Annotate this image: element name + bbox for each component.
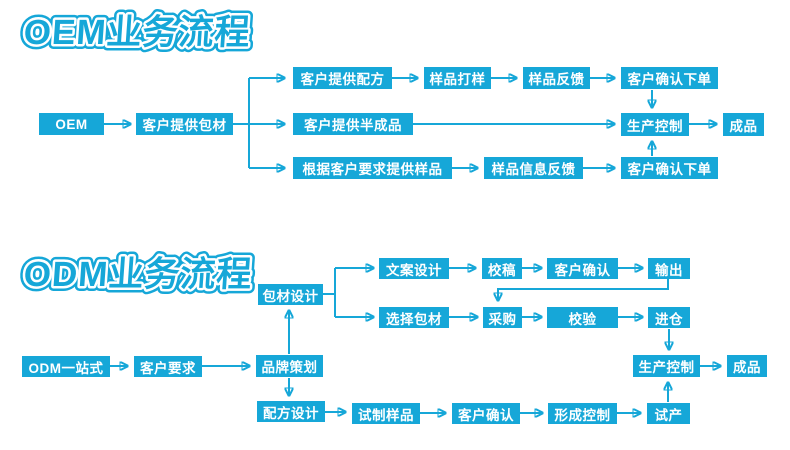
node-oem-confirm-order-bottom: 客户确认下单 — [621, 157, 718, 179]
node-odm-customer-request: 客户要求 — [134, 356, 202, 377]
oem-title-text: OEM业务流程 — [23, 13, 252, 52]
node-odm-brand-planning: 品牌策划 — [256, 355, 323, 377]
node-oem-formula: 客户提供配方 — [293, 67, 392, 89]
node-odm-formula-design: 配方设计 — [257, 401, 325, 422]
node-oem-sample-making: 样品打样 — [424, 67, 491, 89]
odm-title: ODM业务流程 ODM业务流程 — [18, 250, 259, 299]
node-odm-proofreading: 校稿 — [482, 258, 522, 279]
node-odm-copy-design: 文案设计 — [379, 258, 449, 279]
node-odm-customer-confirm-top: 客户确认 — [547, 258, 618, 279]
node-oem-sample-feedback: 样品反馈 — [523, 67, 590, 89]
node-odm-purchase: 采购 — [483, 307, 522, 328]
node-oem-production-control: 生产控制 — [621, 113, 689, 136]
node-odm-packaging-design: 包材设计 — [258, 284, 323, 305]
node-odm-production-control: 生产控制 — [633, 355, 700, 377]
node-oem-sample-info-feedback: 样品信息反馈 — [484, 157, 583, 179]
node-odm-forming-control: 形成控制 — [548, 403, 617, 424]
node-oem-sample-by-request: 根据客户要求提供样品 — [293, 157, 452, 179]
node-oem-semi-finished: 客户提供半成品 — [293, 113, 413, 135]
node-oem-packaging: 客户提供包材 — [136, 113, 233, 135]
node-odm-trial-production: 试产 — [647, 403, 690, 424]
arrow-odm-output-to-purchase-elbow — [498, 279, 669, 301]
node-odm-trial-sample: 试制样品 — [352, 403, 420, 424]
node-odm-start: ODM一站式 — [22, 356, 110, 377]
node-odm-finished: 成品 — [727, 355, 767, 377]
node-odm-customer-confirm-bottom: 客户确认 — [452, 403, 520, 424]
node-oem-finished: 成品 — [723, 113, 764, 136]
node-odm-inspection: 校验 — [547, 307, 618, 328]
odm-title-text: ODM业务流程 — [23, 255, 254, 294]
node-oem-confirm-order-top: 客户确认下单 — [621, 67, 718, 89]
node-odm-warehouse: 进仓 — [648, 307, 690, 328]
oem-title: OEM业务流程 OEM业务流程 — [18, 8, 257, 57]
node-odm-select-packaging: 选择包材 — [379, 307, 449, 328]
odm-title-outline: ODM业务流程 — [23, 255, 254, 294]
oem-title-outline: OEM业务流程 — [23, 13, 252, 52]
node-odm-output: 输出 — [648, 258, 690, 279]
node-oem-start: OEM — [39, 113, 104, 135]
